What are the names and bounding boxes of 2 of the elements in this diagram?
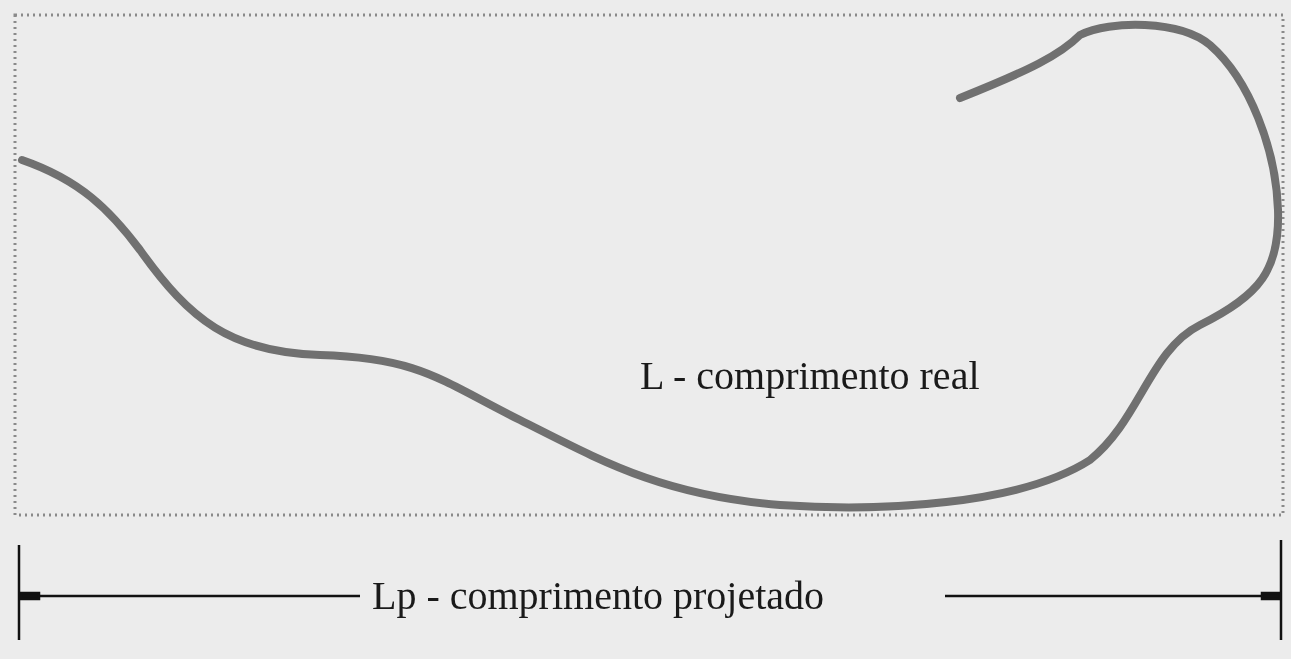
- dimension-label: Lp - comprimento projetado: [372, 576, 825, 616]
- curve-label: L - comprimento real: [640, 356, 980, 396]
